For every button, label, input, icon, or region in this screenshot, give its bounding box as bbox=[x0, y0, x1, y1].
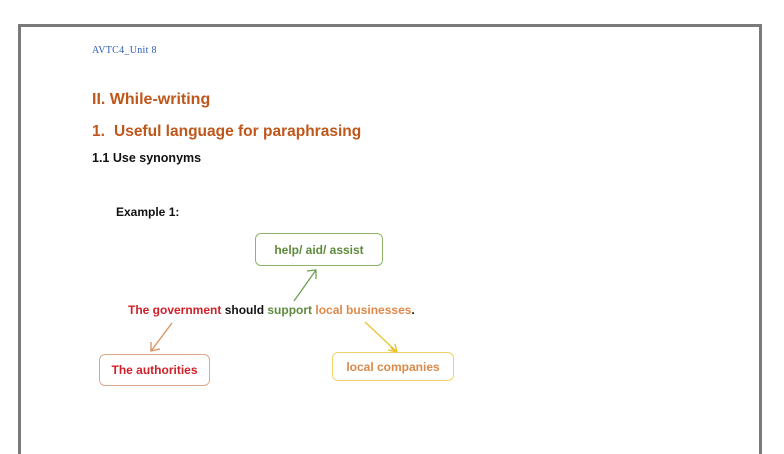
synonym-box-businesses: local companies bbox=[332, 352, 454, 381]
subsection-number: 1. bbox=[92, 123, 105, 140]
example-sentence: The government should support local busi… bbox=[128, 303, 415, 317]
section-heading: II. While-writing bbox=[92, 91, 211, 108]
synonym-text-support: help/ aid/ assist bbox=[274, 242, 364, 257]
word-local-businesses: local businesses bbox=[315, 303, 412, 317]
synonym-box-government: The authorities bbox=[99, 354, 210, 386]
synonym-box-support: help/ aid/ assist bbox=[255, 233, 383, 266]
word-support: support bbox=[267, 303, 313, 317]
example-label: Example 1: bbox=[116, 205, 180, 219]
subsubsection-heading: 1.1 Use synonyms bbox=[92, 151, 202, 165]
subsection-title: Useful language for paraphrasing bbox=[114, 123, 362, 140]
sentence-period: . bbox=[411, 303, 415, 317]
subsection-heading: 1. Useful language for paraphrasing bbox=[92, 123, 361, 141]
page-frame bbox=[18, 24, 762, 454]
unit-label: AVTC4_Unit 8 bbox=[92, 45, 157, 56]
synonym-text-government: The authorities bbox=[111, 363, 198, 377]
synonym-text-businesses: local companies bbox=[346, 359, 440, 374]
word-government: The government bbox=[128, 303, 222, 317]
word-should: should bbox=[221, 303, 268, 317]
